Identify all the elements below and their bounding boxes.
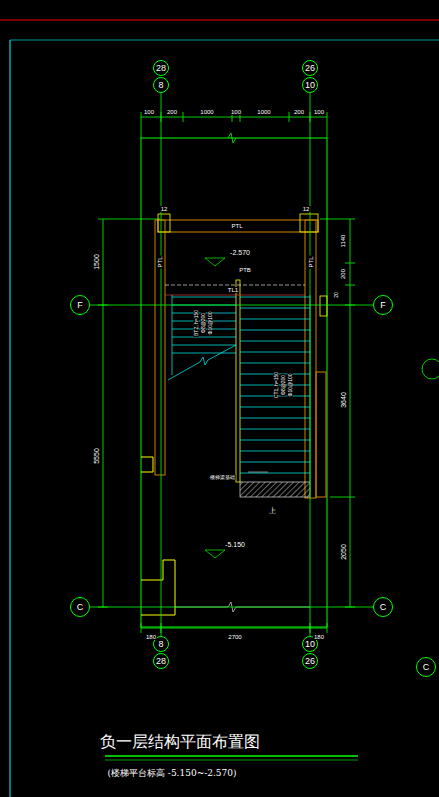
drawing-annotation: PTL — [308, 255, 314, 268]
drawing-annotation: Φ8@200 — [201, 312, 206, 334]
grid-number: C — [77, 603, 84, 612]
drawing-annotation: 1000 — [256, 109, 271, 115]
drawing-annotation: 12 — [302, 206, 311, 212]
drawing-annotation: BT2, h=150 — [194, 309, 199, 337]
grid-number: C — [380, 603, 387, 612]
grid-bubble: C — [373, 597, 393, 617]
drawing-caption: (楼梯平台标高 -5.150~-2.570) — [107, 769, 236, 778]
drawing-annotation: 100 — [143, 109, 155, 115]
grid-line — [90, 305, 373, 306]
drawing-annotation: 楼梯梁基础 — [209, 475, 236, 480]
drawing-annotation: 上 — [268, 507, 277, 514]
grid-bubble: 8 — [153, 77, 169, 93]
drawing-annotation: PTB — [238, 267, 252, 273]
grid-number: 26 — [305, 657, 315, 666]
drawing-annotation: 100 — [313, 109, 325, 115]
grid-bubble: F — [70, 295, 90, 315]
grid-bubble: C — [70, 597, 90, 617]
drawing-annotation: 20 — [334, 291, 339, 299]
drawing-annotation: Φ10@100 — [288, 373, 293, 398]
grid-line — [310, 93, 311, 636]
grid-number: 26 — [305, 64, 315, 73]
grid-number: 10 — [305, 81, 315, 90]
drawing-annotation: 200 — [166, 109, 178, 115]
drawing-annotation: 180 — [313, 634, 325, 640]
drawing-annotation: Φ8@200 — [281, 374, 286, 396]
grid-number: C — [423, 663, 430, 672]
grid-bubble: 28 — [153, 653, 169, 669]
drawing-annotation: CT1, h=150 — [274, 371, 279, 399]
drawing-annotation: 3640 — [340, 391, 347, 409]
grid-number: F — [380, 301, 386, 310]
drawing-annotation: 1000 — [199, 109, 214, 115]
drawing-annotation: 100 — [230, 109, 242, 115]
grid-bubble: F — [373, 295, 393, 315]
drawing-annotation: PTL — [230, 223, 243, 229]
drawing-annotation: 5550 — [93, 447, 100, 465]
grid-bubble: 26 — [302, 653, 318, 669]
grid-line — [161, 93, 162, 636]
drawing-annotation: 180 — [145, 634, 157, 640]
drawing-annotation: -2.570 — [229, 249, 251, 256]
grid-bubble: 28 — [153, 60, 169, 76]
drawing-annotation: PTL — [157, 255, 163, 268]
drawing-annotation: 1140 — [340, 234, 346, 249]
drawing-title: 负一层结构平面布置图 — [100, 734, 260, 750]
grid-number: 28 — [156, 657, 166, 666]
grid-bubble: C — [416, 657, 436, 677]
grid-number: 10 — [305, 640, 315, 649]
drawing-annotation: 1500 — [93, 253, 100, 271]
drawing-annotation: 2050 — [340, 543, 347, 561]
drawing-annotation: 2700 — [227, 634, 242, 640]
grid-line — [90, 607, 373, 608]
grid-number: F — [77, 301, 83, 310]
drawing-annotation: 200 — [293, 109, 305, 115]
drawing-annotation: 12 — [160, 206, 169, 212]
grid-number: 8 — [158, 81, 163, 90]
grid-bubble: 26 — [302, 60, 318, 76]
grid-bubble: 10 — [302, 77, 318, 93]
grid-number: 8 — [158, 640, 163, 649]
grid-number: 28 — [156, 64, 166, 73]
drawing-annotation: 200 — [340, 268, 346, 280]
drawing-annotation: -5.150 — [224, 541, 246, 548]
drawing-annotation: TL1 — [227, 287, 239, 293]
drawing-annotation: Φ10@100 — [208, 311, 213, 336]
